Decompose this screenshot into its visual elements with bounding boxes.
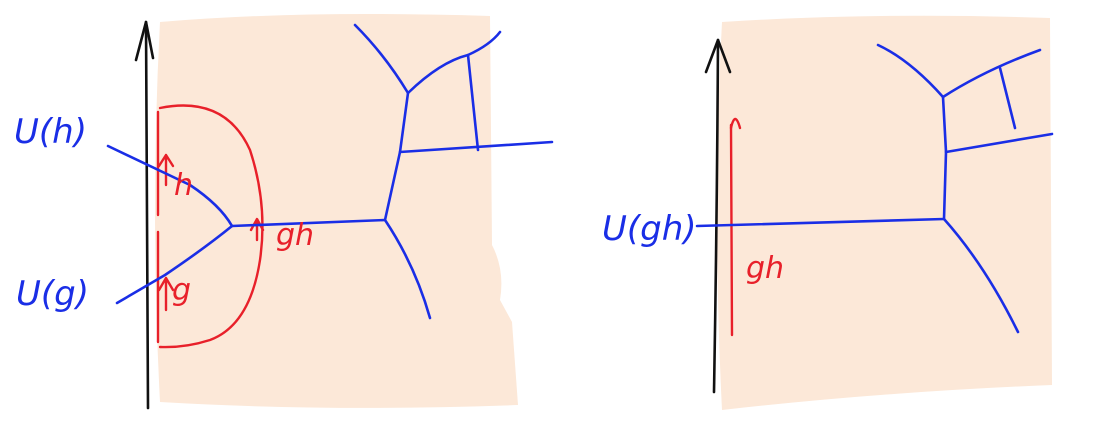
red-label-gh: gh [276, 218, 314, 253]
red-label-h: h [174, 168, 193, 203]
left-shaded-region [155, 14, 518, 408]
left-boundary-axis [144, 20, 150, 410]
edge-lower-incoming [115, 224, 234, 305]
edge-short-vertical [466, 53, 480, 152]
red-gh-arrow-right [729, 117, 742, 130]
edge-incoming [695, 217, 946, 228]
left-panel: U(h) U(g) h g gh [14, 14, 554, 410]
edge-horizontal-right [398, 140, 554, 154]
edge-middle [230, 218, 387, 228]
edge-lower-right [383, 218, 432, 320]
right-shaded-region [717, 15, 1052, 410]
edge-upper-right-right [941, 48, 1042, 99]
right-panel: U(gh) gh [602, 15, 1054, 410]
label-u-g: U(g) [16, 274, 89, 314]
red-label-g: g [172, 273, 191, 308]
red-gh-segment [729, 123, 734, 337]
red-enclosing-arc [158, 104, 264, 349]
right-boundary-axis [712, 38, 720, 394]
edge-upper-left-right [876, 43, 945, 99]
red-label-gh-right: gh [746, 251, 784, 286]
edge-short-vertical-right [998, 66, 1017, 130]
left-axis-arrowhead [134, 20, 155, 62]
label-u-gh: U(gh) [602, 209, 697, 249]
edge-upper-incoming [106, 144, 234, 228]
edge-horizontal-right-right [944, 132, 1054, 154]
red-h-arrow [157, 153, 175, 187]
label-u-h: U(h) [14, 112, 87, 152]
edge-lower-right-right [942, 217, 1020, 334]
edge-upper-left [353, 23, 410, 95]
right-axis-arrowhead [704, 38, 732, 74]
red-g-arrow [157, 276, 175, 312]
